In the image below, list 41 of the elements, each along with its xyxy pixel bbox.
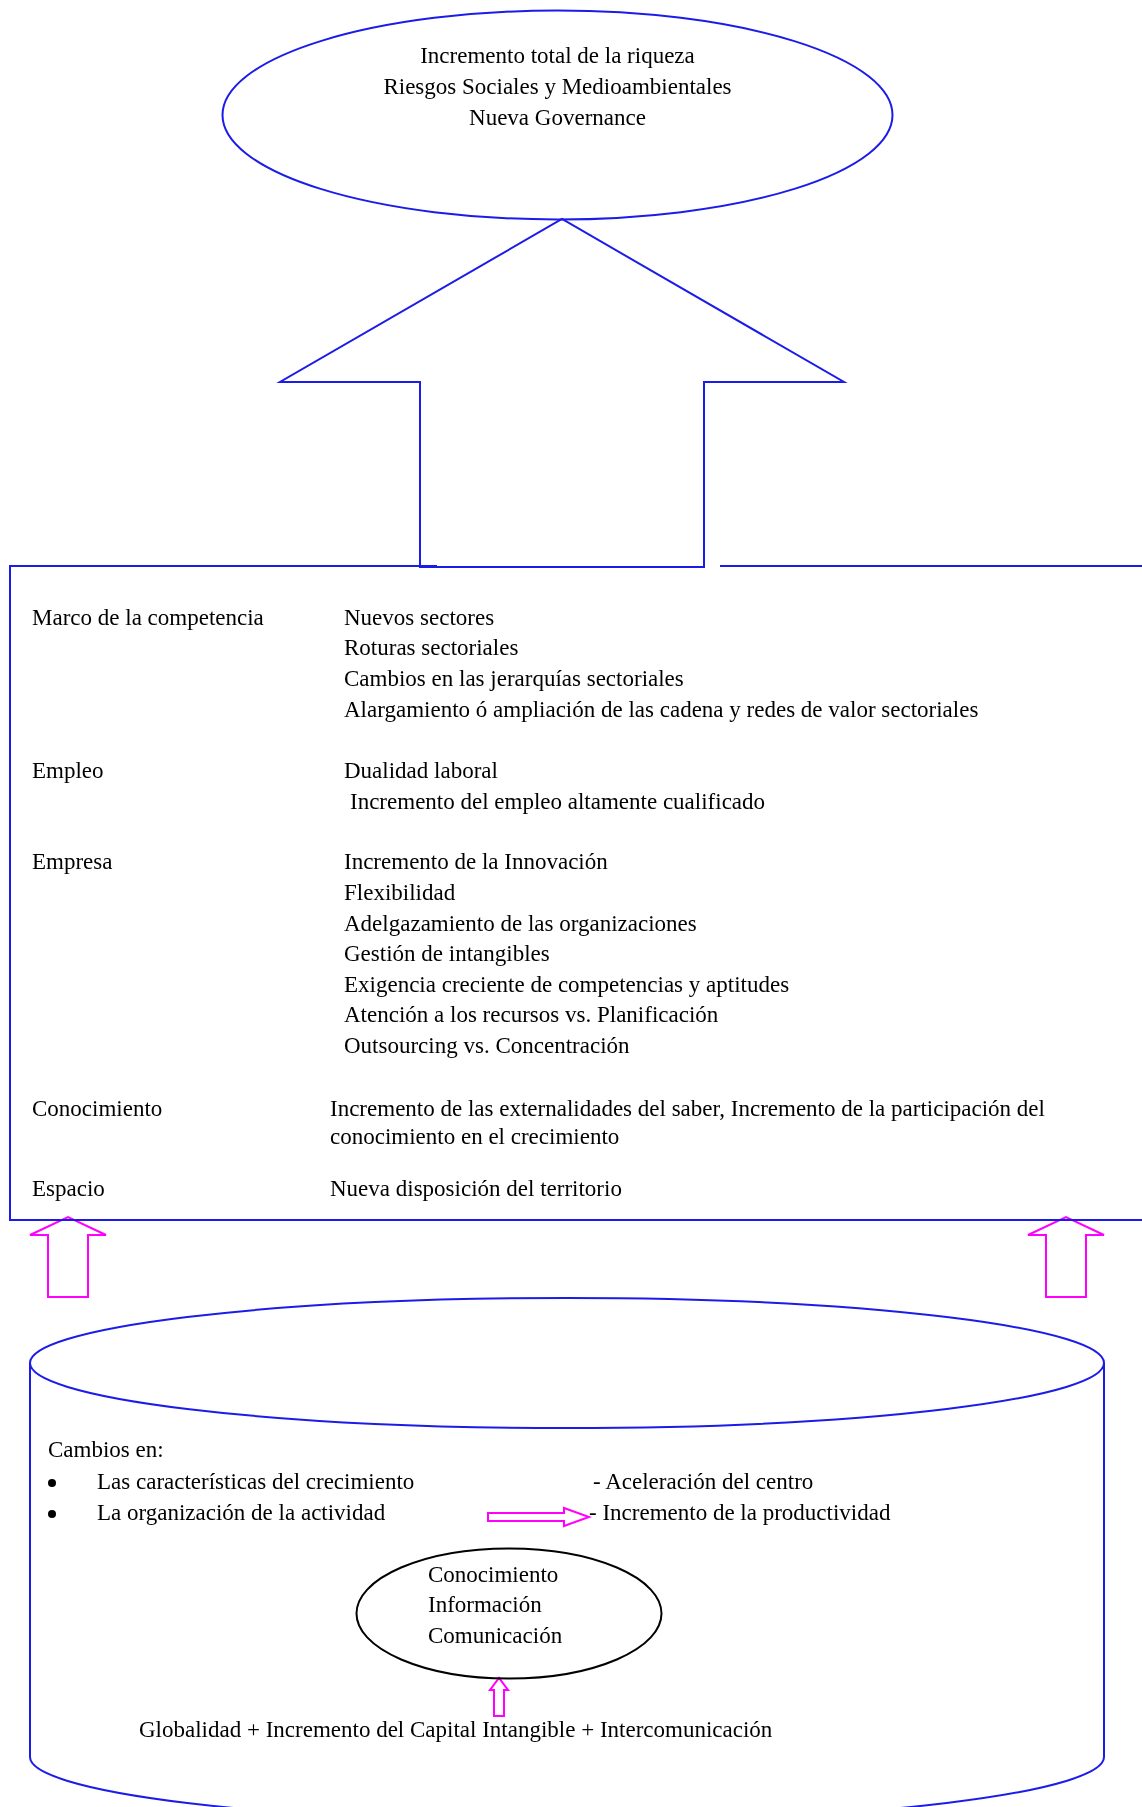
node-text: Nuevos sectores xyxy=(344,604,495,632)
node-text: - Incremento de la productividad xyxy=(589,1499,891,1527)
node-text: - Aceleración del centro xyxy=(593,1468,814,1496)
node-text: Globalidad + Incremento del Capital Intangible + Intercomunicación xyxy=(139,1716,773,1744)
block-arrow xyxy=(29,1215,107,1298)
node-text: Nueva disposición del territorio xyxy=(330,1175,622,1203)
node-text: La organización de la actividad xyxy=(97,1499,386,1527)
node-text: Conocimiento xyxy=(32,1095,163,1123)
node-text: Incremento de la Innovación xyxy=(344,848,608,876)
node-text: Empleo xyxy=(32,757,104,785)
node-text: Comunicación xyxy=(428,1622,563,1650)
block-arrow xyxy=(1027,1215,1105,1298)
content-box xyxy=(9,567,1142,1221)
node-text: Atención a los recursos vs. Planificación xyxy=(344,1001,719,1029)
block-arrow xyxy=(488,1676,510,1717)
node-text: Incremento del empleo altamente cualificado xyxy=(350,788,766,816)
node-text: Dualidad laboral xyxy=(344,757,498,785)
node-text: Las características del crecimiento xyxy=(97,1468,415,1496)
node-text: Cambios en las jerarquías sectoriales xyxy=(344,665,684,693)
node-text: Espacio xyxy=(32,1175,105,1203)
node-text: Empresa xyxy=(32,848,113,876)
block-arrow xyxy=(487,1506,592,1528)
node-text: Marco de la competencia xyxy=(32,604,264,632)
node-text: Cambios en: xyxy=(48,1436,164,1464)
node-text: Incremento de las externalidades del saber, Incremento de la participación del conocimiento en el crecimiento xyxy=(330,1095,1046,1151)
cylinder-node xyxy=(29,1297,1105,1807)
node-text: Roturas sectoriales xyxy=(344,634,519,662)
ellipse-node xyxy=(355,1547,663,1680)
node-text: Adelgazamiento de las organizaciones xyxy=(344,910,697,938)
node-text: Nueva Governance xyxy=(468,104,647,132)
node-text: Alargamiento ó ampliación de las cadena y redes de valor sectoriales xyxy=(344,696,979,724)
node-text: Gestión de intangibles xyxy=(344,940,550,968)
node-text: Incremento total de la riqueza xyxy=(419,42,696,70)
block-arrow xyxy=(276,217,848,568)
node-text: Flexibilidad xyxy=(344,879,456,907)
node-text: Outsourcing vs. Concentración xyxy=(344,1032,630,1060)
node-text: Conocimiento xyxy=(428,1561,559,1589)
ellipse-node xyxy=(221,9,894,221)
node-text: Exigencia creciente de competencias y aptitudes xyxy=(344,971,790,999)
node-text: Riesgos Sociales y Medioambientales xyxy=(382,73,733,101)
node-text: Información xyxy=(428,1591,542,1619)
